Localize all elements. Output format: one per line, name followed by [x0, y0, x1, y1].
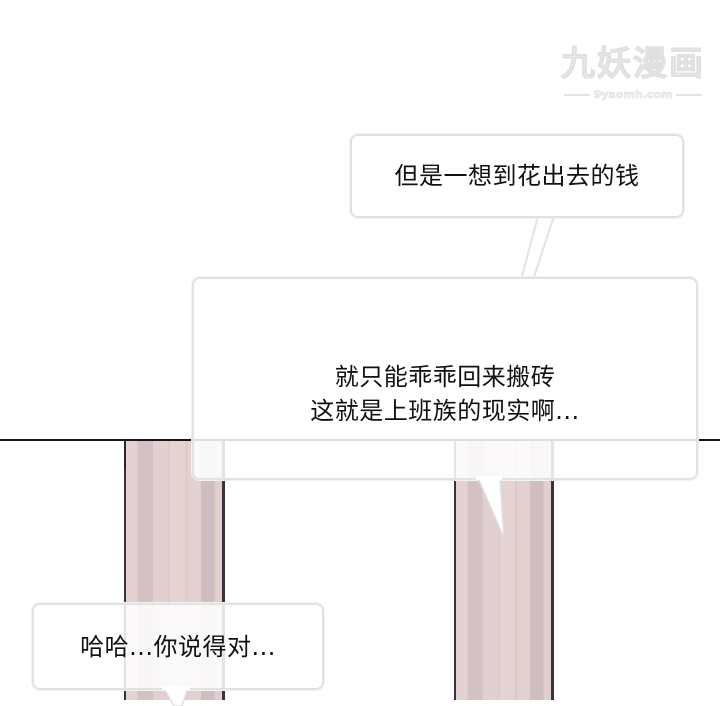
speech-bubble-3: 哈哈...你说得对...	[32, 603, 324, 690]
watermark: 九妖漫画 9yaomh.com	[548, 44, 718, 114]
speech-bubble-1: 但是一想到花出去的钱	[350, 134, 684, 218]
bubble-3-text: 哈哈...你说得对...	[80, 630, 276, 664]
watermark-url-row: 9yaomh.com	[548, 88, 718, 101]
speech-tail-3	[162, 686, 190, 706]
speech-tail-1	[518, 214, 558, 284]
bubble-2-line-2: 这就是上班族的现实啊...	[310, 396, 580, 425]
right-pillar	[454, 441, 554, 700]
bubble-3-line-1: 哈哈...你说得对...	[80, 632, 276, 661]
speech-bubble-2: 就只能乖乖回来搬砖 这就是上班族的现实啊...	[192, 277, 698, 480]
bubble-2-text: 就只能乖乖回来搬砖 这就是上班族的现实啊...	[310, 330, 579, 428]
bubble-1-text: 但是一想到花出去的钱	[395, 159, 640, 193]
divider	[563, 93, 590, 96]
watermark-url: 9yaomh.com	[593, 88, 673, 102]
divider	[676, 93, 703, 96]
bubble-1-line-1: 但是一想到花出去的钱	[394, 162, 640, 190]
bubble-2-line-1: 就只能乖乖回来搬砖	[334, 362, 556, 391]
speech-tail-2	[476, 476, 505, 539]
watermark-title: 九妖漫画	[561, 44, 705, 85]
